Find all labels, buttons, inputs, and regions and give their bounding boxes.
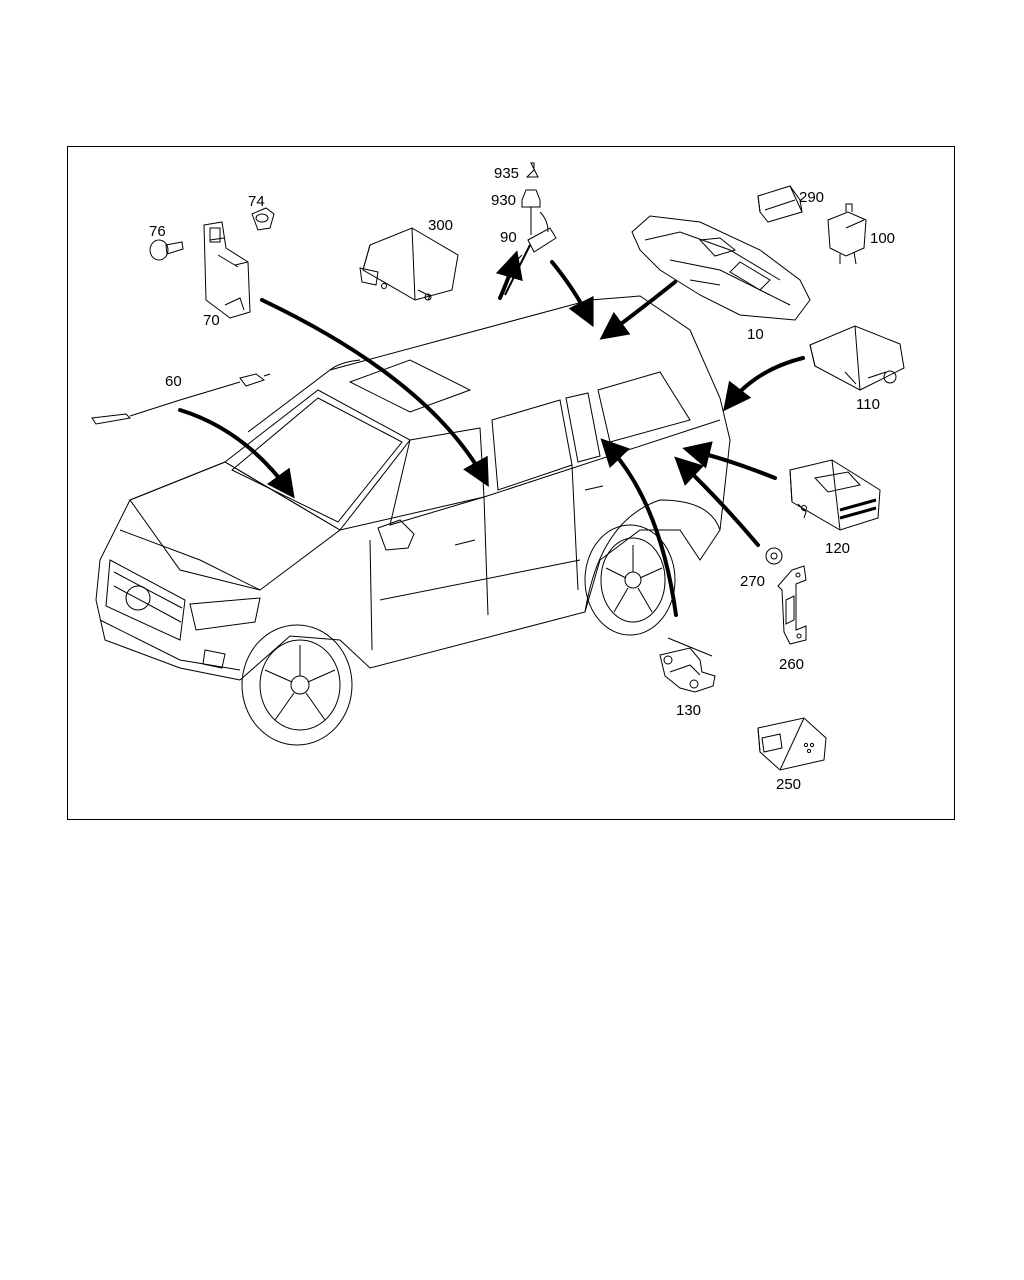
callout-74: 74 <box>248 193 265 210</box>
callout-70: 70 <box>203 312 220 329</box>
part-935 <box>525 162 539 178</box>
callout-300: 300 <box>428 217 453 234</box>
part-250-module <box>757 717 827 771</box>
callout-10: 10 <box>747 326 764 343</box>
callout-110: 110 <box>856 396 880 413</box>
part-260-bracket <box>777 565 807 645</box>
callout-120: 120 <box>825 540 850 557</box>
callout-90: 90 <box>500 229 517 246</box>
part-90-antenna <box>504 207 557 296</box>
diagram-frame <box>67 146 955 820</box>
part-120-module <box>789 459 881 531</box>
callout-76: 76 <box>149 223 166 240</box>
callout-labels: 935 930 90 74 76 70 300 290 100 10 110 6… <box>149 165 895 793</box>
part-270-grommet <box>765 547 783 565</box>
part-74-clip <box>251 207 275 231</box>
part-76-bolt <box>149 239 184 261</box>
callout-930: 930 <box>491 192 516 209</box>
callout-130: 130 <box>676 702 701 719</box>
callout-935: 935 <box>494 165 519 182</box>
part-10-overhead-console <box>631 215 811 321</box>
part-100-relay <box>827 203 867 265</box>
callout-250: 250 <box>776 776 801 793</box>
callout-260: 260 <box>779 656 804 673</box>
part-130-sensor <box>659 637 716 693</box>
callout-290: 290 <box>799 189 824 206</box>
pointer-arrows <box>178 250 805 617</box>
part-930 <box>521 189 541 208</box>
part-70-bracket <box>203 221 251 319</box>
part-300-module <box>359 227 459 301</box>
callout-60: 60 <box>165 373 182 390</box>
part-290-module <box>757 185 803 223</box>
part-110-module <box>809 325 905 391</box>
part-60-cable <box>91 373 271 425</box>
vehicle-outline <box>95 295 731 746</box>
callout-100: 100 <box>870 230 895 247</box>
callout-270: 270 <box>740 573 765 590</box>
